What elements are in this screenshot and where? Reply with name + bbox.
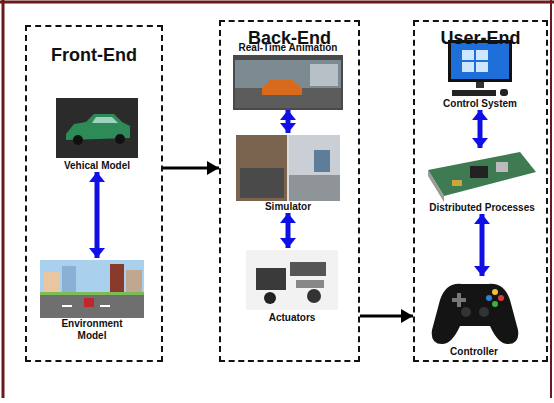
component-node: Actuators — [244, 248, 340, 324]
component-node: Simulator — [234, 133, 342, 213]
group-box: User-EndControl SystemDistributed Proces… — [413, 20, 548, 362]
component-label: Distributed Processes — [429, 202, 535, 214]
gamepad-icon — [432, 284, 519, 344]
circuit-board-image — [428, 152, 536, 202]
image-space — [480, 38, 481, 98]
component-label: Real-Time Animation — [239, 42, 338, 54]
link-arrow — [480, 214, 485, 276]
component-label: Control System — [443, 98, 517, 110]
component-node: Distributed Processes — [417, 148, 547, 214]
link-arrow — [286, 110, 291, 133]
image-space — [288, 133, 289, 201]
frame-line — [550, 0, 552, 398]
link-arrow — [286, 213, 291, 248]
component-node: Vehical Model — [52, 96, 142, 172]
image-space — [292, 248, 293, 312]
image-space — [474, 276, 475, 346]
simulator-screenshot — [236, 135, 340, 201]
group-heading: User-End — [415, 28, 546, 48]
actuators-image — [246, 250, 338, 310]
image-space — [97, 96, 98, 160]
component-label: Simulator — [265, 201, 311, 213]
environment-image — [40, 260, 144, 318]
component-label: Controller — [450, 346, 498, 358]
link-arrow — [95, 172, 100, 258]
frame-line — [0, 1, 554, 4]
group-box: Front-EndVehical ModelEnvironment Model — [25, 25, 163, 362]
vehicle-image — [56, 98, 138, 158]
component-node: Controller — [425, 276, 523, 358]
image-space — [288, 54, 289, 110]
image-space — [482, 148, 483, 202]
image-space — [92, 258, 93, 318]
animation-screenshot — [233, 55, 343, 110]
flow-arrow — [163, 167, 219, 170]
link-arrow — [478, 110, 483, 148]
component-label: Environment Model — [50, 318, 134, 342]
component-node: Environment Model — [38, 258, 146, 342]
flow-arrow — [360, 315, 413, 318]
component-node: Real-Time Animation — [226, 42, 350, 110]
component-label: Vehical Model — [64, 160, 130, 172]
frame-line — [2, 0, 5, 398]
component-node: Control System — [436, 38, 524, 110]
group-box: Back-EndReal-Time AnimationSimulatorActu… — [219, 20, 360, 362]
component-label: Actuators — [269, 312, 316, 324]
group-heading: Front-End — [27, 45, 161, 65]
monitor-icon — [448, 40, 512, 96]
